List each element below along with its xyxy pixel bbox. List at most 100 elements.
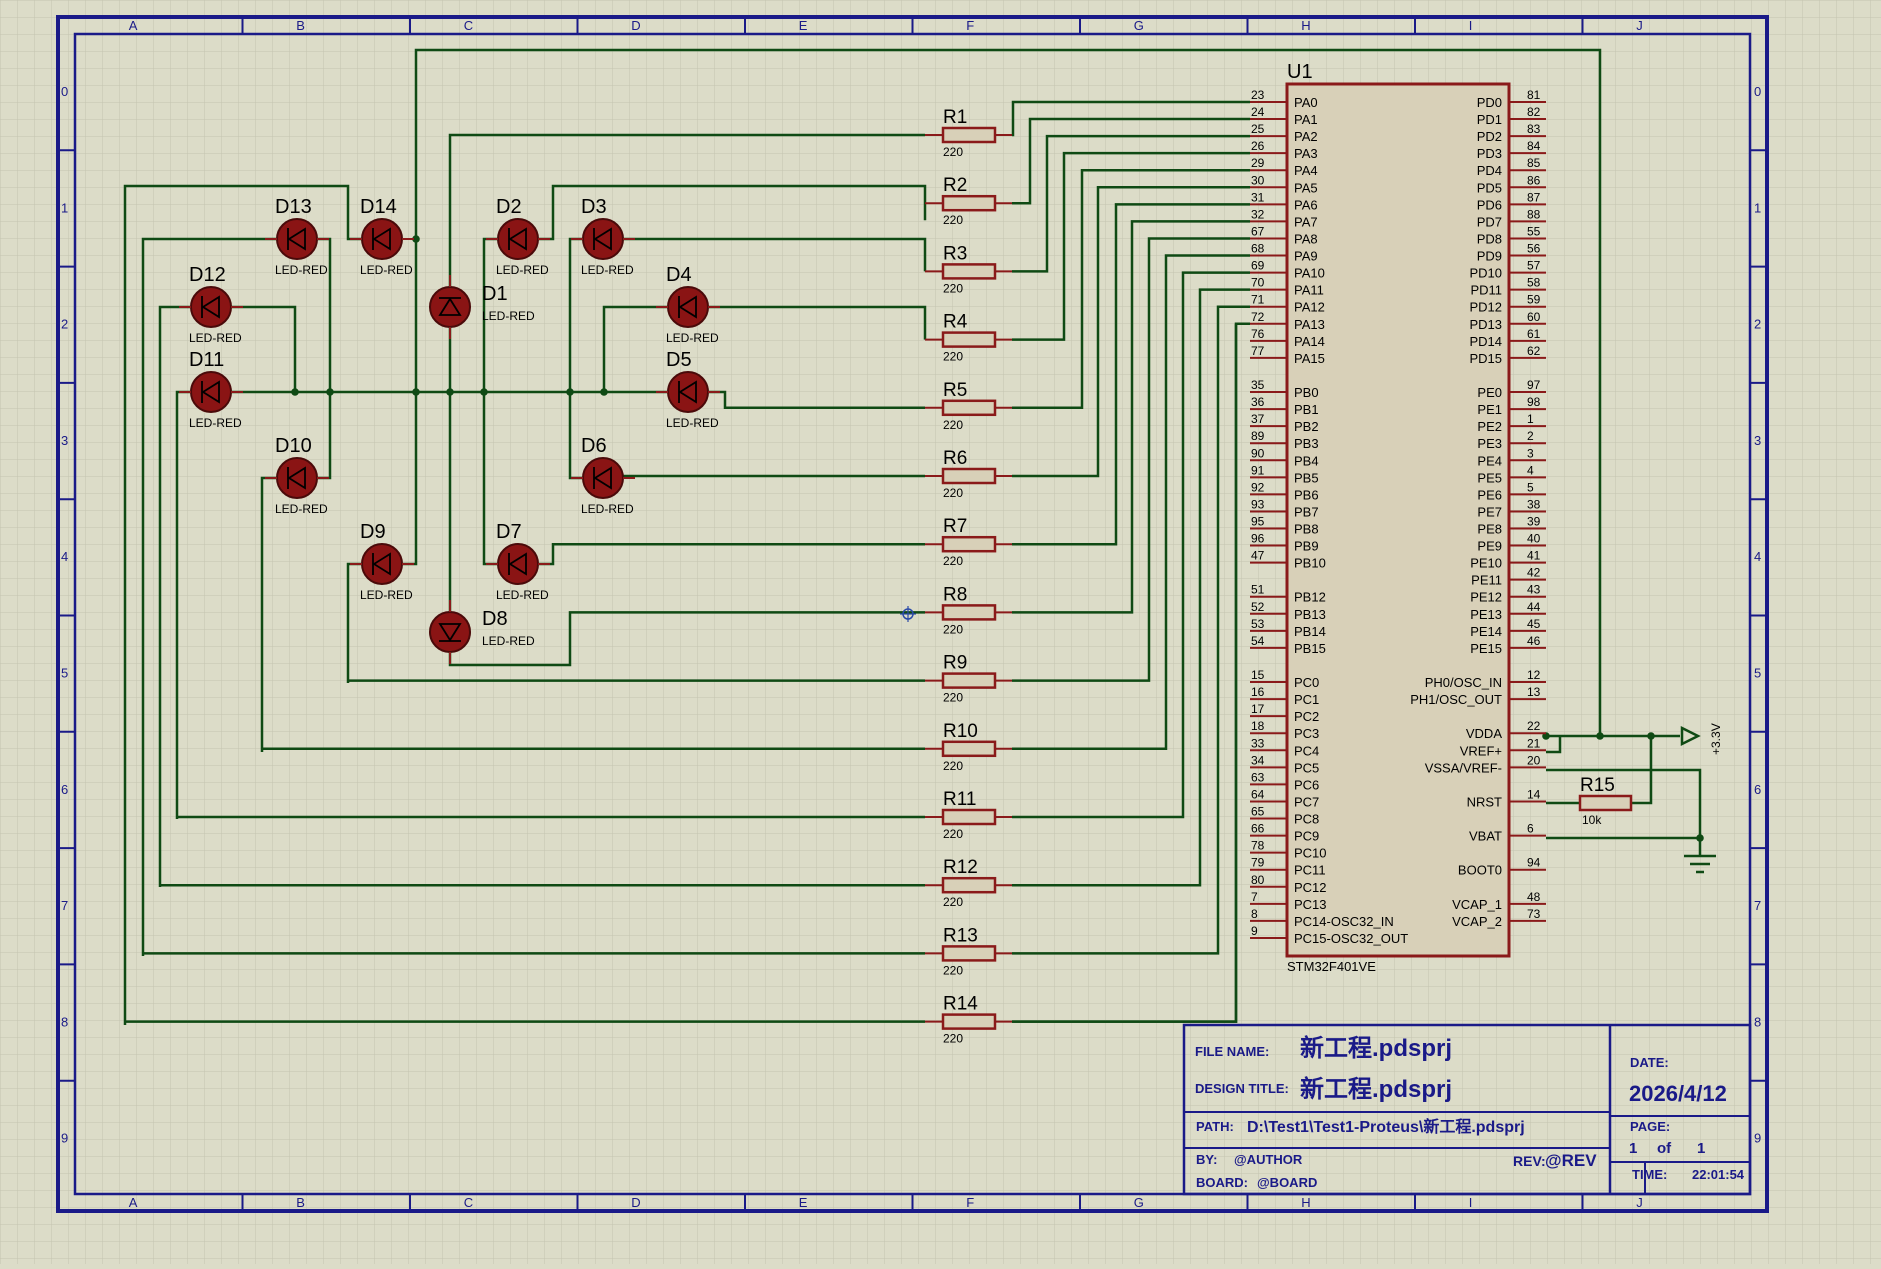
pin-number: 31 <box>1251 190 1265 204</box>
wire-junction <box>600 388 608 396</box>
row-label-right: 0 <box>1754 84 1761 99</box>
pin-name: PD8 <box>1477 231 1502 246</box>
diode-triangle-icon <box>372 552 391 576</box>
pin-number: 44 <box>1527 600 1541 614</box>
diode-triangle-icon <box>438 297 462 316</box>
pin-name: PA0 <box>1294 95 1318 110</box>
resistor-body <box>941 672 997 689</box>
led-body <box>582 218 624 260</box>
pin-name: VBAT <box>1469 829 1502 844</box>
pin-number: 57 <box>1527 259 1541 273</box>
resistor-ref: R13 <box>943 925 978 946</box>
date-value: 2026/4/12 <box>1629 1081 1727 1106</box>
diode-triangle-icon <box>201 380 220 404</box>
pin-name: PB8 <box>1294 522 1319 537</box>
pin-name: PA4 <box>1294 163 1318 178</box>
wire <box>1012 117 1250 205</box>
resistor-value: 220 <box>943 1032 963 1046</box>
pin-number: 82 <box>1527 105 1541 119</box>
resistor-body <box>941 604 997 621</box>
column-label-bottom: E <box>799 1195 808 1210</box>
pin-name: PB2 <box>1294 419 1319 434</box>
resistor-ref: R3 <box>943 243 967 264</box>
resistor-ref: R6 <box>943 448 967 469</box>
pin-number: 21 <box>1527 736 1541 750</box>
led-ref: D7 <box>496 521 522 543</box>
pin-number: 52 <box>1251 600 1265 614</box>
pin-number: 94 <box>1527 856 1541 870</box>
wire <box>448 133 925 290</box>
pin-name: PC1 <box>1294 692 1319 707</box>
wire <box>1012 151 1250 341</box>
resistor-body <box>941 399 997 417</box>
wire <box>1012 220 1250 614</box>
pin-number: 59 <box>1527 293 1541 307</box>
pin-number: 76 <box>1251 327 1265 341</box>
resistor-body <box>941 1013 997 1030</box>
pin-name: PA1 <box>1294 112 1318 127</box>
pin-name: VSSA/VREF- <box>1425 760 1502 775</box>
wire-junction <box>291 388 299 396</box>
column-label-bottom: B <box>296 1195 305 1210</box>
diode-triangle-icon <box>438 623 462 642</box>
pin-name: PE2 <box>1477 419 1502 434</box>
pin-name: PA6 <box>1294 197 1318 212</box>
pin-number: 43 <box>1527 583 1541 597</box>
column-label-bottom: J <box>1636 1195 1643 1210</box>
pin-name: PE7 <box>1477 504 1502 519</box>
column-label-bottom: D <box>631 1195 640 1210</box>
pin-name: PA8 <box>1294 231 1318 246</box>
pin-name: PE3 <box>1477 436 1502 451</box>
pin-number: 17 <box>1251 702 1265 716</box>
pin-name: PB4 <box>1294 453 1319 468</box>
led-type: LED-RED <box>666 331 719 345</box>
led-ref: D10 <box>275 435 312 457</box>
diode-triangle-icon <box>678 380 697 404</box>
pin-name: VDDA <box>1466 726 1502 741</box>
pin-name: VCAP_2 <box>1452 914 1502 929</box>
pin-number: 56 <box>1527 242 1541 256</box>
rev-value: @REV <box>1545 1151 1597 1170</box>
pin-number: 73 <box>1527 907 1541 921</box>
pin-name: PC14-OSC32_IN <box>1294 914 1394 929</box>
pin-name: PE8 <box>1477 522 1502 537</box>
led-ref: D8 <box>482 608 508 630</box>
pin-number: 15 <box>1251 668 1265 682</box>
path-value: D:\Test1\Test1-Proteus\新工程.pdsprj <box>1247 1117 1525 1136</box>
resistor-value: 220 <box>943 963 963 977</box>
wire-junction <box>1647 732 1655 740</box>
wire <box>1546 768 1702 856</box>
resistor-value: 220 <box>943 691 963 705</box>
resistor-value: 220 <box>943 554 963 568</box>
pin-number: 89 <box>1251 429 1265 443</box>
diode-triangle-icon <box>593 466 612 490</box>
pin-number: 16 <box>1251 685 1265 699</box>
resistor-value: 220 <box>943 350 963 364</box>
pin-name: PC2 <box>1294 709 1319 724</box>
pin-number: 78 <box>1251 839 1265 853</box>
pin-name: PC9 <box>1294 829 1319 844</box>
power-label: +3.3V <box>1709 723 1723 755</box>
wire <box>1012 237 1250 682</box>
pin-number: 37 <box>1251 412 1265 426</box>
pin-number: 70 <box>1251 276 1265 290</box>
resistor-value: 220 <box>943 895 963 909</box>
resistor-ref: R10 <box>943 721 978 742</box>
wire <box>621 237 927 272</box>
page-of: of <box>1657 1140 1672 1157</box>
resistors: R1220R2220R3220R4220R5220R6220R7220R8220… <box>900 107 1633 1046</box>
pin-name: PC5 <box>1294 760 1319 775</box>
pin-name: PD12 <box>1469 300 1502 315</box>
pin-number: 36 <box>1251 395 1265 409</box>
pin-number: 54 <box>1251 634 1265 648</box>
pin-number: 2 <box>1527 429 1534 443</box>
wire <box>123 184 925 1025</box>
pin-number: 9 <box>1251 924 1258 938</box>
column-label-bottom: I <box>1469 1195 1473 1210</box>
led-body <box>497 218 539 260</box>
resistor-value: 220 <box>943 759 963 773</box>
pin-number: 61 <box>1527 327 1541 341</box>
